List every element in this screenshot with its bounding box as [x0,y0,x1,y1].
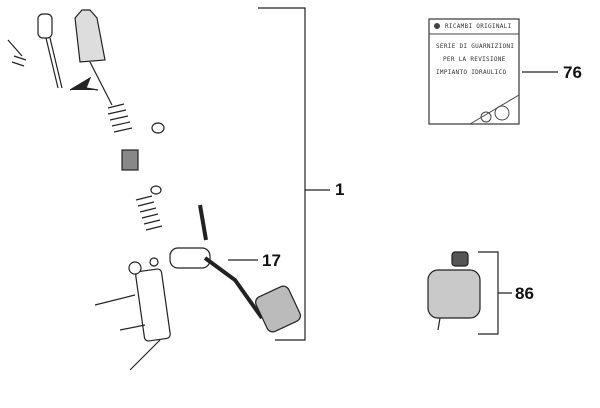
callout-76: 76 [563,63,582,82]
bracket-reservoir [478,251,512,335]
bracket-assembly [258,7,306,341]
kit-line-2: PER LA REVISIONE [443,56,506,63]
brake-pedal [169,204,301,333]
kit-header: RICAMBI ORIGINALI [445,23,512,30]
seal-kit-card [428,18,520,125]
callout-17: 17 [262,251,281,270]
kit-line-3: IMPIANTO IDRAULICO [436,69,507,76]
callout-1: 1 [335,180,345,199]
callout-86: 86 [515,284,534,303]
fluid-reservoir [427,251,481,331]
kit-line-1: SERIE DI GUARNIZIONI [436,43,515,50]
spring-upper [107,103,165,231]
master-cylinder [94,257,171,371]
pushrod-group [7,9,113,106]
